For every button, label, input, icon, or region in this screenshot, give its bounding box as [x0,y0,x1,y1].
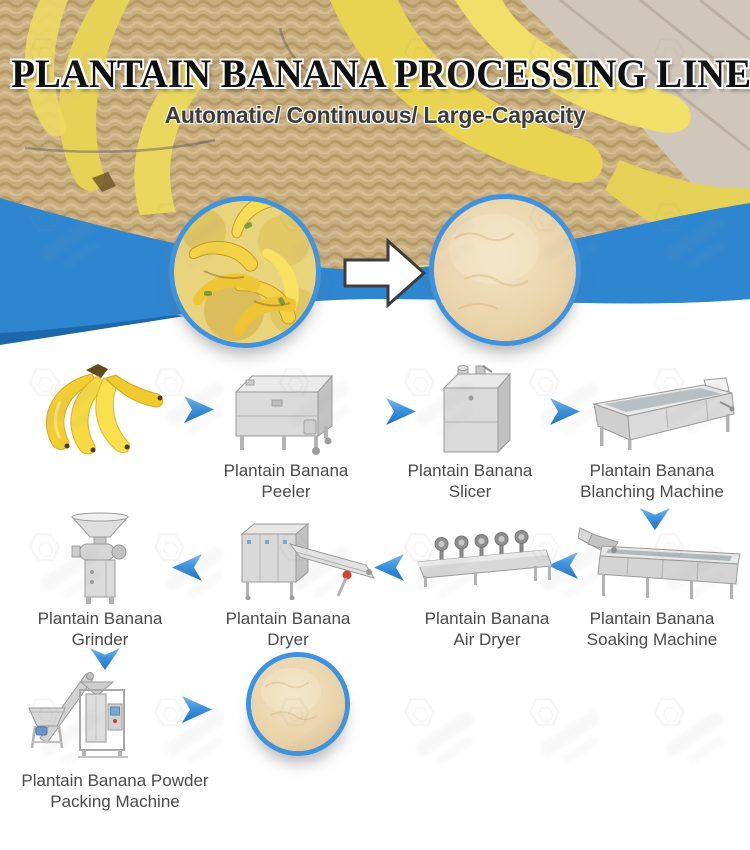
flow-arrow-left-icon-2 [374,554,404,581]
raw-bananas-image [46,364,164,455]
grinder-label-line2: Grinder [71,630,129,649]
flow-arrow-right-icon-4 [182,696,212,723]
banana-powder-result-circle-image [246,652,350,756]
slicer-label-line1: Plantain Banana [407,461,533,480]
banana-powder-circle-image [429,194,581,346]
flow-arrow-right-icon-1 [184,396,214,423]
packing-machine-image [28,672,128,758]
blanching-label-line1: Plantain Banana [589,461,715,480]
slicer-label-line2: Slicer [448,482,492,501]
blanching-machine-image [592,377,735,450]
dryer-label-line1: Plantain Banana [225,609,351,628]
grinder-label: Plantain Banana Grinder [12,608,188,650]
blanching-label: Plantain Banana Blanching Machine [558,460,746,502]
soaking-label: Plantain Banana Soaking Machine [558,608,746,650]
slicer-machine-image [442,365,512,454]
air-dryer-label: Plantain Banana Air Dryer [398,608,576,650]
flow-arrow-right-icon-3 [550,398,580,425]
slicer-label: Plantain Banana Slicer [384,460,556,502]
fresh-bananas-illustration [174,201,316,343]
page-title: PLANTAIN BANANA PROCESSING LINE [11,51,750,96]
peeler-label: Plantain Banana Peeler [198,460,374,502]
flow-arrow-right-icon-2 [386,398,416,425]
dryer-label-line2: Dryer [267,630,309,649]
packing-label-line2: Packing Machine [50,792,180,811]
soaking-label-line2: Soaking Machine [586,630,718,649]
peeler-label-line1: Plantain Banana [223,461,349,480]
fresh-bananas-circle-image [169,196,321,348]
air-dryer-label-line2: Air Dryer [453,630,521,649]
dryer-label: Plantain Banana Dryer [200,608,376,650]
dryer-machine-image [240,522,376,600]
flow-arrow-left-icon-3 [172,554,202,581]
soaking-label-line1: Plantain Banana [589,609,715,628]
peeler-label-line2: Peeler [261,482,311,501]
blanching-label-line2: Blanching Machine [580,482,724,501]
grinder-label-line1: Plantain Banana [37,609,163,628]
soaking-machine-image [578,527,741,599]
air-dryer-machine-image [417,530,553,587]
banana-powder-result-illustration [251,657,345,751]
packing-label: Plantain Banana Powder Packing Machine [2,770,228,812]
transform-arrow-icon [343,237,427,309]
grinder-machine-image [70,512,130,604]
peeler-machine-image [234,374,334,455]
air-dryer-label-line1: Plantain Banana [424,609,550,628]
packing-label-line1: Plantain Banana Powder [21,771,209,790]
banana-powder-illustration [434,199,576,341]
page-subtitle: Automatic/ Continuous/ Large-Capacity [164,102,586,128]
